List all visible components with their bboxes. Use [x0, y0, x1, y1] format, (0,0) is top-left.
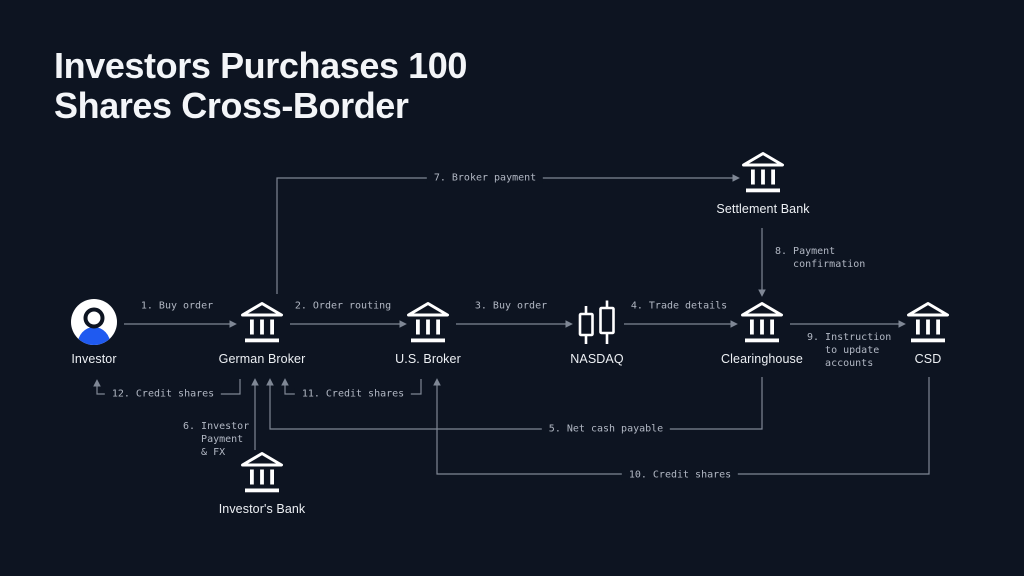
node-label: Settlement Bank: [716, 202, 810, 216]
node-nasdaq: NASDAQ: [527, 299, 667, 366]
bank-icon: [404, 299, 452, 345]
edge-label-4-trade-details: 4. Trade details: [630, 300, 728, 312]
edge-label-1-buy-order: 1. Buy order: [140, 300, 214, 312]
edge-label-11-credit-shares: 11. Credit shares: [294, 387, 412, 401]
candlestick-chart-icon: [577, 299, 617, 345]
node-label: German Broker: [218, 352, 306, 366]
page-title-line2: Shares Cross-Border: [54, 85, 409, 126]
edge-label-12-credit-shares: 12. Credit shares: [104, 387, 222, 401]
edge-label-10-credit-shares: 10. Credit shares: [621, 468, 739, 482]
edge-label-7-broker-payment: 7. Broker payment: [426, 171, 544, 185]
investor-avatar-icon: [71, 299, 117, 345]
edge-label-9-instruction-update-accounts: 9. Instruction to update accounts: [807, 332, 892, 369]
node-german-broker: German Broker: [192, 299, 332, 366]
page-title-line1: Investors Purchases 100: [54, 45, 468, 86]
node-label: NASDAQ: [570, 352, 624, 366]
node-investors-bank: Investor's Bank: [192, 449, 332, 516]
bank-icon: [904, 299, 952, 345]
edge-label-6-investor-payment-fx: 6. Investor Payment & FX: [183, 421, 250, 458]
bank-icon: [238, 449, 286, 495]
node-label: Investor's Bank: [218, 502, 306, 516]
edge-label-2-order-routing: 2. Order routing: [294, 300, 392, 312]
node-label: CSD: [914, 352, 942, 366]
node-investor: Investor: [24, 299, 164, 366]
node-csd: CSD: [858, 299, 998, 366]
bank-icon: [238, 299, 286, 345]
edge-label-8-payment-confirmation: 8. Payment confirmation: [775, 246, 866, 270]
bank-icon: [739, 149, 787, 195]
node-label: U.S. Broker: [395, 352, 461, 366]
node-us-broker: U.S. Broker: [358, 299, 498, 366]
node-settlement-bank: Settlement Bank: [693, 149, 833, 216]
node-label: Investor: [71, 352, 117, 366]
edge-label-3-buy-order: 3. Buy order: [474, 300, 548, 312]
node-clearinghouse: Clearinghouse: [692, 299, 832, 366]
node-label: Clearinghouse: [721, 352, 803, 366]
bank-icon: [738, 299, 786, 345]
edge-label-5-net-cash-payable: 5. Net cash payable: [541, 422, 671, 436]
